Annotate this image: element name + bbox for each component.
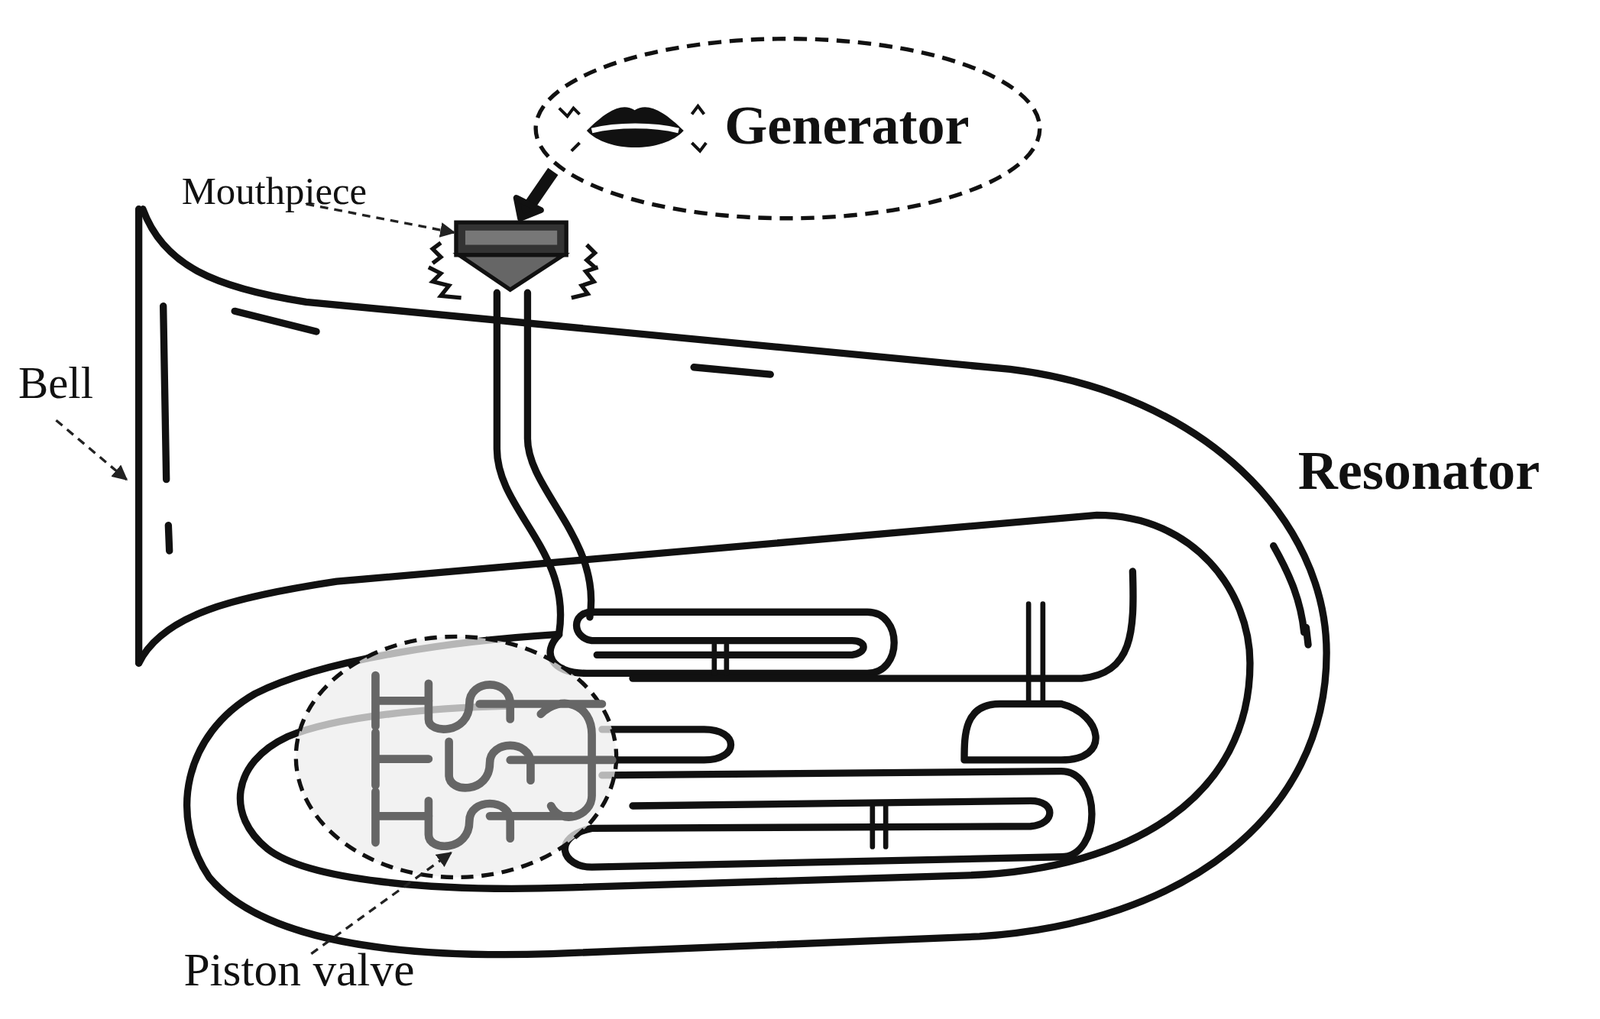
lips — [586, 106, 684, 148]
brace — [714, 604, 1043, 848]
highlight — [163, 306, 1309, 645]
mouthpiece-rim — [465, 230, 558, 246]
leadpipe — [527, 292, 591, 618]
vibration-mark — [559, 106, 707, 152]
part-label: Bell — [18, 361, 94, 407]
outer-tube-inner — [139, 514, 1251, 889]
valve-tube — [479, 703, 613, 818]
lips-line — [592, 126, 680, 131]
tuba-body — [139, 209, 1327, 956]
crook — [632, 571, 1134, 679]
vibration-mark — [428, 242, 599, 298]
valve-loop — [602, 729, 732, 761]
crook — [964, 703, 1096, 760]
mouthpiece-shank — [459, 255, 564, 290]
piston-valves — [375, 675, 613, 847]
valve-loop — [550, 612, 894, 674]
section-label: Resonator — [1298, 443, 1540, 499]
bell-rim — [135, 209, 143, 664]
valve-stem — [375, 675, 428, 843]
ellipse-outline — [535, 38, 1040, 219]
generator-arrow-head — [516, 197, 541, 219]
part-label: Piston valve — [183, 946, 415, 994]
generator-ellipse: Generator — [532, 35, 1043, 222]
valve-loop — [564, 771, 1092, 869]
mouthpiece — [428, 222, 599, 298]
node-title: Generator — [724, 98, 969, 154]
leader-line — [55, 420, 127, 480]
generator-arrow — [530, 171, 553, 205]
leader-line — [310, 852, 451, 954]
lips-icon — [559, 106, 707, 152]
valve-highlight — [295, 636, 616, 878]
leader-lines — [55, 204, 454, 955]
part-label: Mouthpiece — [181, 171, 367, 211]
mouthpiece-cup — [456, 222, 567, 256]
